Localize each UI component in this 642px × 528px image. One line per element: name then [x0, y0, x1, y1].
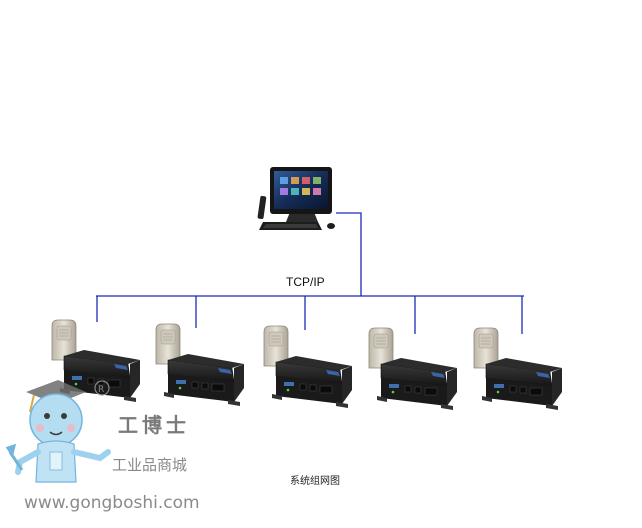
network-label: TCP/IP: [286, 275, 325, 289]
network-bus: [96, 212, 524, 334]
diagram-caption: 系统组网图: [290, 474, 340, 487]
device-4: [368, 327, 458, 411]
watermark-brand: 工博士: [118, 413, 190, 437]
device-5: [473, 327, 563, 411]
mascot-icon: R: [5, 380, 111, 483]
svg-text:R: R: [98, 385, 104, 395]
watermark-url: www.gongboshi.com: [24, 493, 200, 513]
all-in-one-pc-icon: [257, 167, 335, 230]
device-2: [155, 323, 245, 407]
watermark-subtitle: 工业品商城: [112, 456, 187, 474]
device-3: [263, 325, 353, 409]
